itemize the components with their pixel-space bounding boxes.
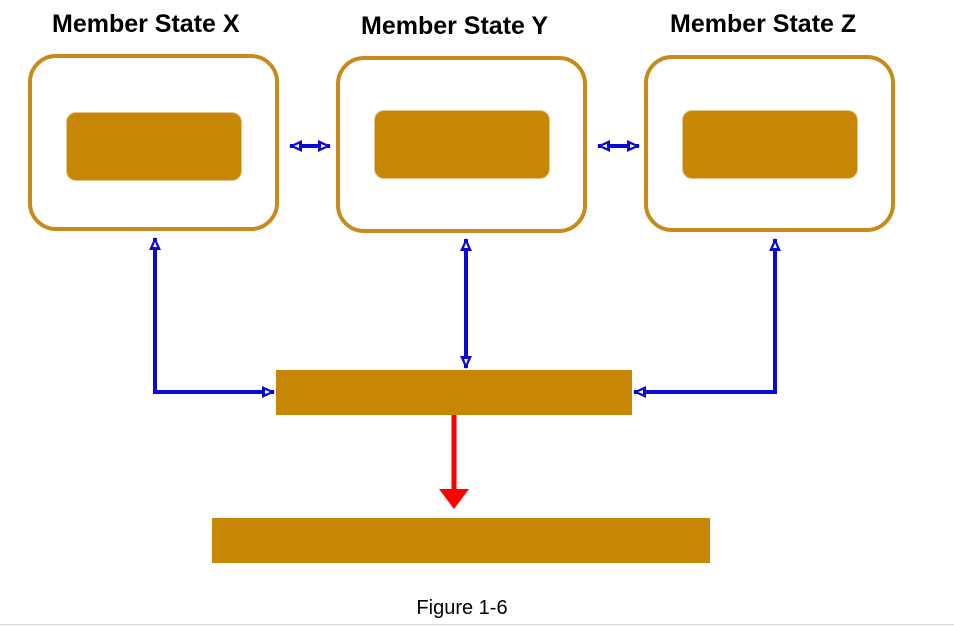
output-bar [212, 518, 710, 563]
member-state-x-system-block [66, 112, 242, 181]
figure-caption: Figure 1-6 [416, 597, 508, 619]
link-arrow-z-hub [633, 238, 781, 398]
link-arrow-x-hub [149, 237, 275, 398]
member-state-y-system-block [374, 110, 550, 179]
member-state-y-title: Member State Y [361, 12, 549, 40]
page-divider [0, 624, 954, 625]
member-state-z-title: Member State Z [670, 10, 857, 38]
member-state-z-system-block [682, 110, 858, 179]
central-hub-bar [276, 370, 632, 415]
member-state-x-title: Member State X [52, 10, 240, 38]
